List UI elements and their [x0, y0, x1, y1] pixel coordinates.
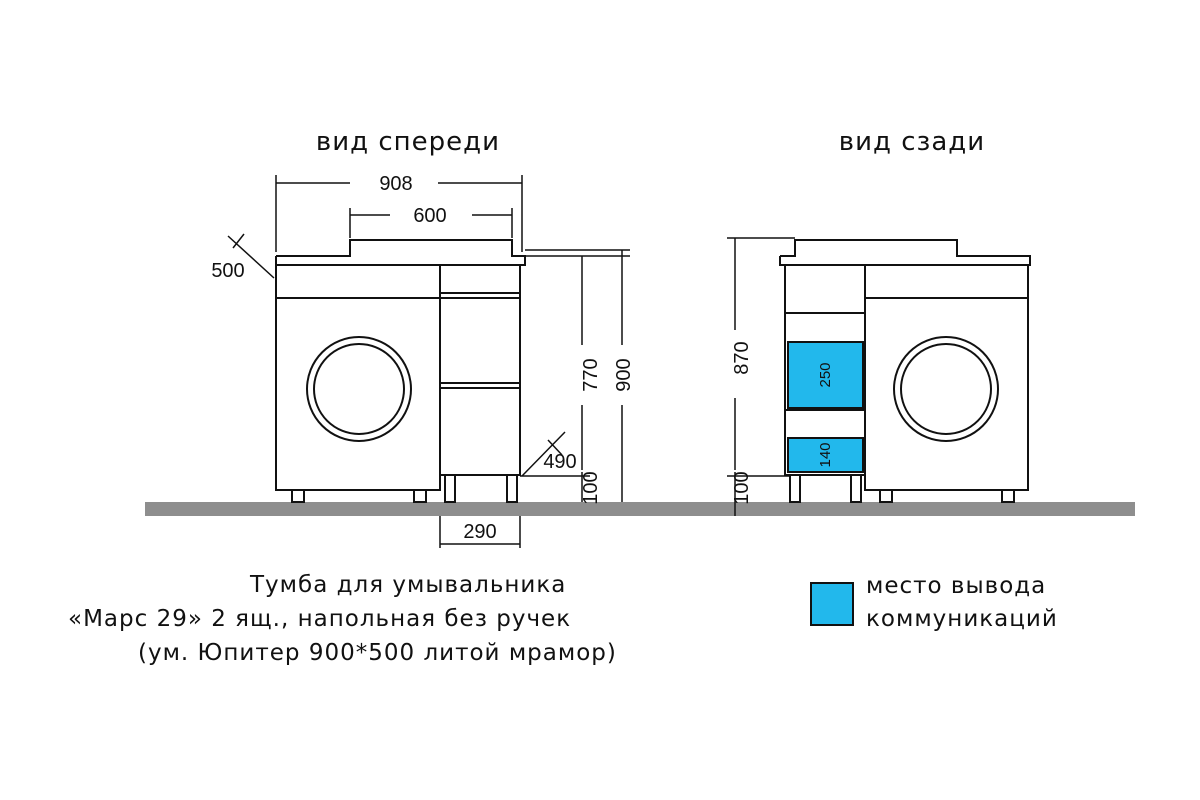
- back-dimensions: [727, 237, 795, 516]
- dim-500-tick: [232, 233, 245, 249]
- dim-label-100-back: 100: [731, 471, 753, 504]
- dim-label-500: 500: [211, 260, 244, 282]
- front-washer-door-inner: [313, 343, 405, 435]
- back-view-title: вид сзади: [839, 127, 985, 157]
- front-leg-2: [413, 489, 427, 503]
- dim-label-100-front: 100: [580, 471, 602, 504]
- back-leg-3: [879, 489, 893, 503]
- legend-swatch: [810, 582, 854, 626]
- dim-label-900: 900: [613, 358, 635, 391]
- front-leg-1: [291, 489, 305, 503]
- front-leg-4: [506, 474, 518, 503]
- dim-500-diagonal: [227, 235, 275, 279]
- legend-label-line-2: коммуникаций: [866, 606, 1058, 632]
- back-leg-2: [850, 474, 862, 503]
- back-basin-outline: [779, 239, 1031, 266]
- front-dimensions: [227, 175, 630, 548]
- comm-zone-lower: [787, 437, 864, 473]
- caption-line-2: «Марс 29» 2 ящ., напольная без ручек: [68, 606, 572, 632]
- dim-label-290: 290: [463, 521, 496, 543]
- back-cabinet: [779, 239, 1031, 503]
- front-view-title: вид спереди: [316, 127, 500, 157]
- dim-label-600: 600: [413, 205, 446, 227]
- comm-zone-lower-label: 140: [817, 442, 834, 467]
- floor-strip: [145, 502, 1135, 516]
- dim-label-490: 490: [543, 451, 576, 473]
- comm-zone-upper: [787, 341, 864, 409]
- back-leg-4: [1001, 489, 1015, 503]
- caption-line-1: Тумба для умывальника: [250, 572, 567, 598]
- back-washer-door-inner: [900, 343, 992, 435]
- front-leg-3: [444, 474, 456, 503]
- front-drawer-module: [439, 264, 521, 476]
- back-leg-1: [789, 474, 801, 503]
- dim-490-tick: [547, 439, 563, 456]
- legend-label-line-1: место вывода: [866, 573, 1047, 599]
- comm-zone-upper-label: 250: [817, 362, 834, 387]
- front-basin-outline: [275, 239, 526, 266]
- dim-label-870: 870: [731, 341, 753, 374]
- front-cabinet: [275, 239, 526, 503]
- dim-label-770: 770: [580, 358, 602, 391]
- dim-label-908: 908: [379, 173, 412, 195]
- dim-490-diagonal: [521, 431, 566, 477]
- caption-line-3: (ум. Юпитер 900*500 литой мрамор): [138, 640, 617, 666]
